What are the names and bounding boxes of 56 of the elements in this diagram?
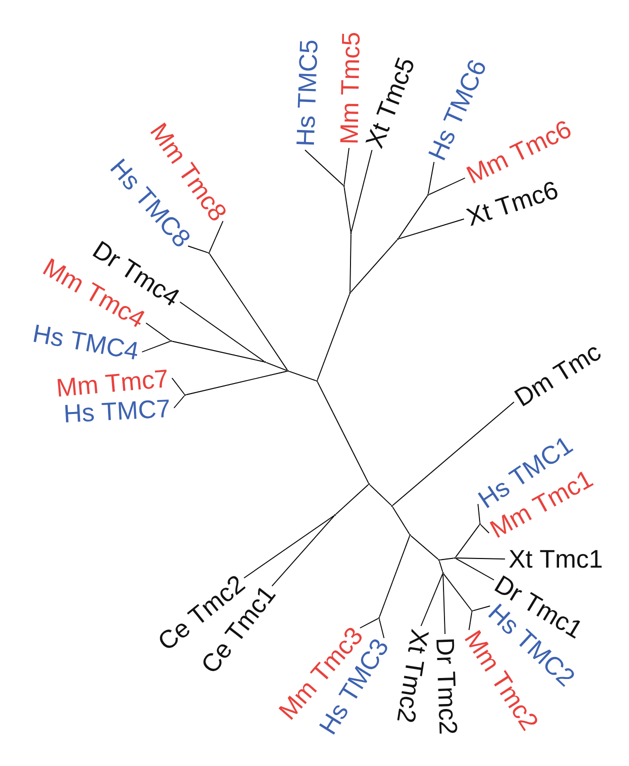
taxon-label: Xt Tmc1 [509, 550, 602, 568]
tree-branch [174, 395, 185, 408]
taxon-label: Xt Tmc2 [397, 628, 429, 722]
tree-branch [244, 515, 335, 578]
taxon-label: Mm Tmc7 [58, 370, 167, 396]
tree-branch [428, 178, 466, 195]
taxon-label: Dr Tmc2 [436, 639, 458, 734]
tree-branch [188, 246, 208, 254]
tree-branch [208, 220, 224, 252]
tree-branch [472, 606, 490, 612]
taxon-label: Hs TMC7 [65, 400, 169, 422]
tree-branch [428, 162, 434, 194]
tree-branch [146, 322, 171, 341]
tree-branch [180, 302, 265, 362]
tree-branch [398, 195, 428, 239]
tree-branch [443, 573, 472, 611]
tree-branch [272, 515, 335, 586]
taxon-label: Xt Tmc5 [365, 57, 414, 150]
tree-branch [478, 504, 480, 524]
tree-branch [172, 340, 264, 362]
taxon-label: Mm Tmc5 [340, 32, 360, 142]
tree-branch [392, 402, 514, 506]
tree-branch [398, 218, 464, 240]
tree-branch [186, 370, 288, 396]
taxon-label: Hs TMC6 [428, 60, 485, 160]
tree-branch [438, 560, 444, 572]
tree-branch [317, 382, 369, 484]
tree-branch [172, 378, 185, 395]
tree-branch [360, 618, 378, 628]
tree-branch [335, 484, 369, 515]
tree-branch [378, 618, 384, 638]
tree-branch [350, 234, 352, 292]
tree-branch [410, 535, 439, 560]
tree-branch [209, 253, 288, 371]
taxon-label: Hs TMC5 [296, 40, 318, 145]
tree-branch [480, 524, 490, 534]
tree-branch [392, 506, 410, 534]
tree-branch [468, 612, 472, 630]
tree-branch [344, 186, 352, 232]
tree-branch [456, 558, 494, 580]
tree-branch [266, 362, 288, 372]
taxon-label: Dm Tmc [514, 347, 601, 406]
tree-branch [420, 574, 444, 626]
tree-branch [456, 558, 506, 560]
tree-branch [442, 574, 446, 634]
tree-branch [316, 294, 350, 380]
tree-branch [350, 150, 372, 232]
tree-branch [378, 536, 410, 618]
tree-branch [142, 340, 170, 352]
tree-branch [440, 558, 454, 560]
tree-branch [455, 524, 480, 558]
tree-branch [304, 150, 344, 186]
tree-branch [344, 148, 350, 186]
tree-branch [350, 239, 398, 293]
tree-branch [369, 484, 392, 506]
tree-branch [288, 370, 316, 382]
